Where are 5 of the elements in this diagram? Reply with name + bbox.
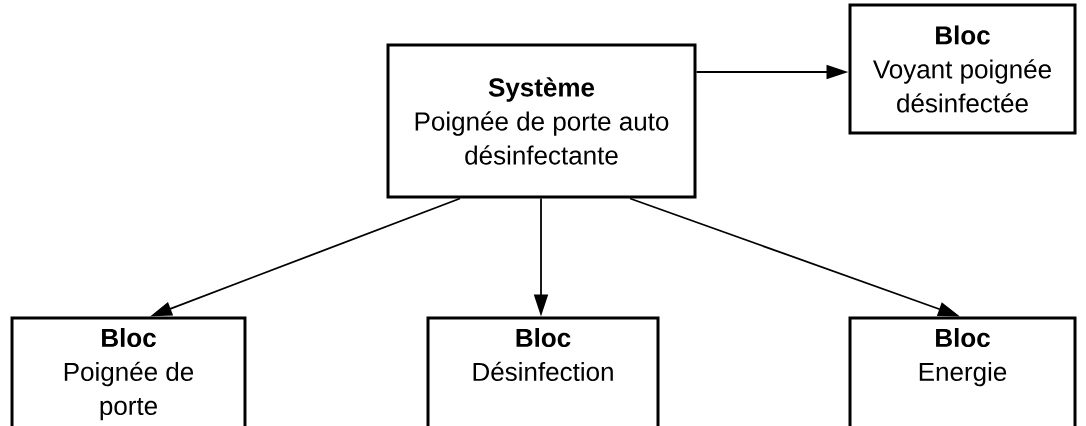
block-box: Bloc Désinfection	[426, 316, 660, 426]
block-box: Bloc Voyant poignée désinfectée	[848, 3, 1077, 135]
block-box: Bloc Poignée de porte	[10, 316, 247, 426]
block-box: Bloc Energie	[848, 316, 1077, 426]
block-box: Système Poignée de porte auto désinfectante	[386, 43, 697, 199]
